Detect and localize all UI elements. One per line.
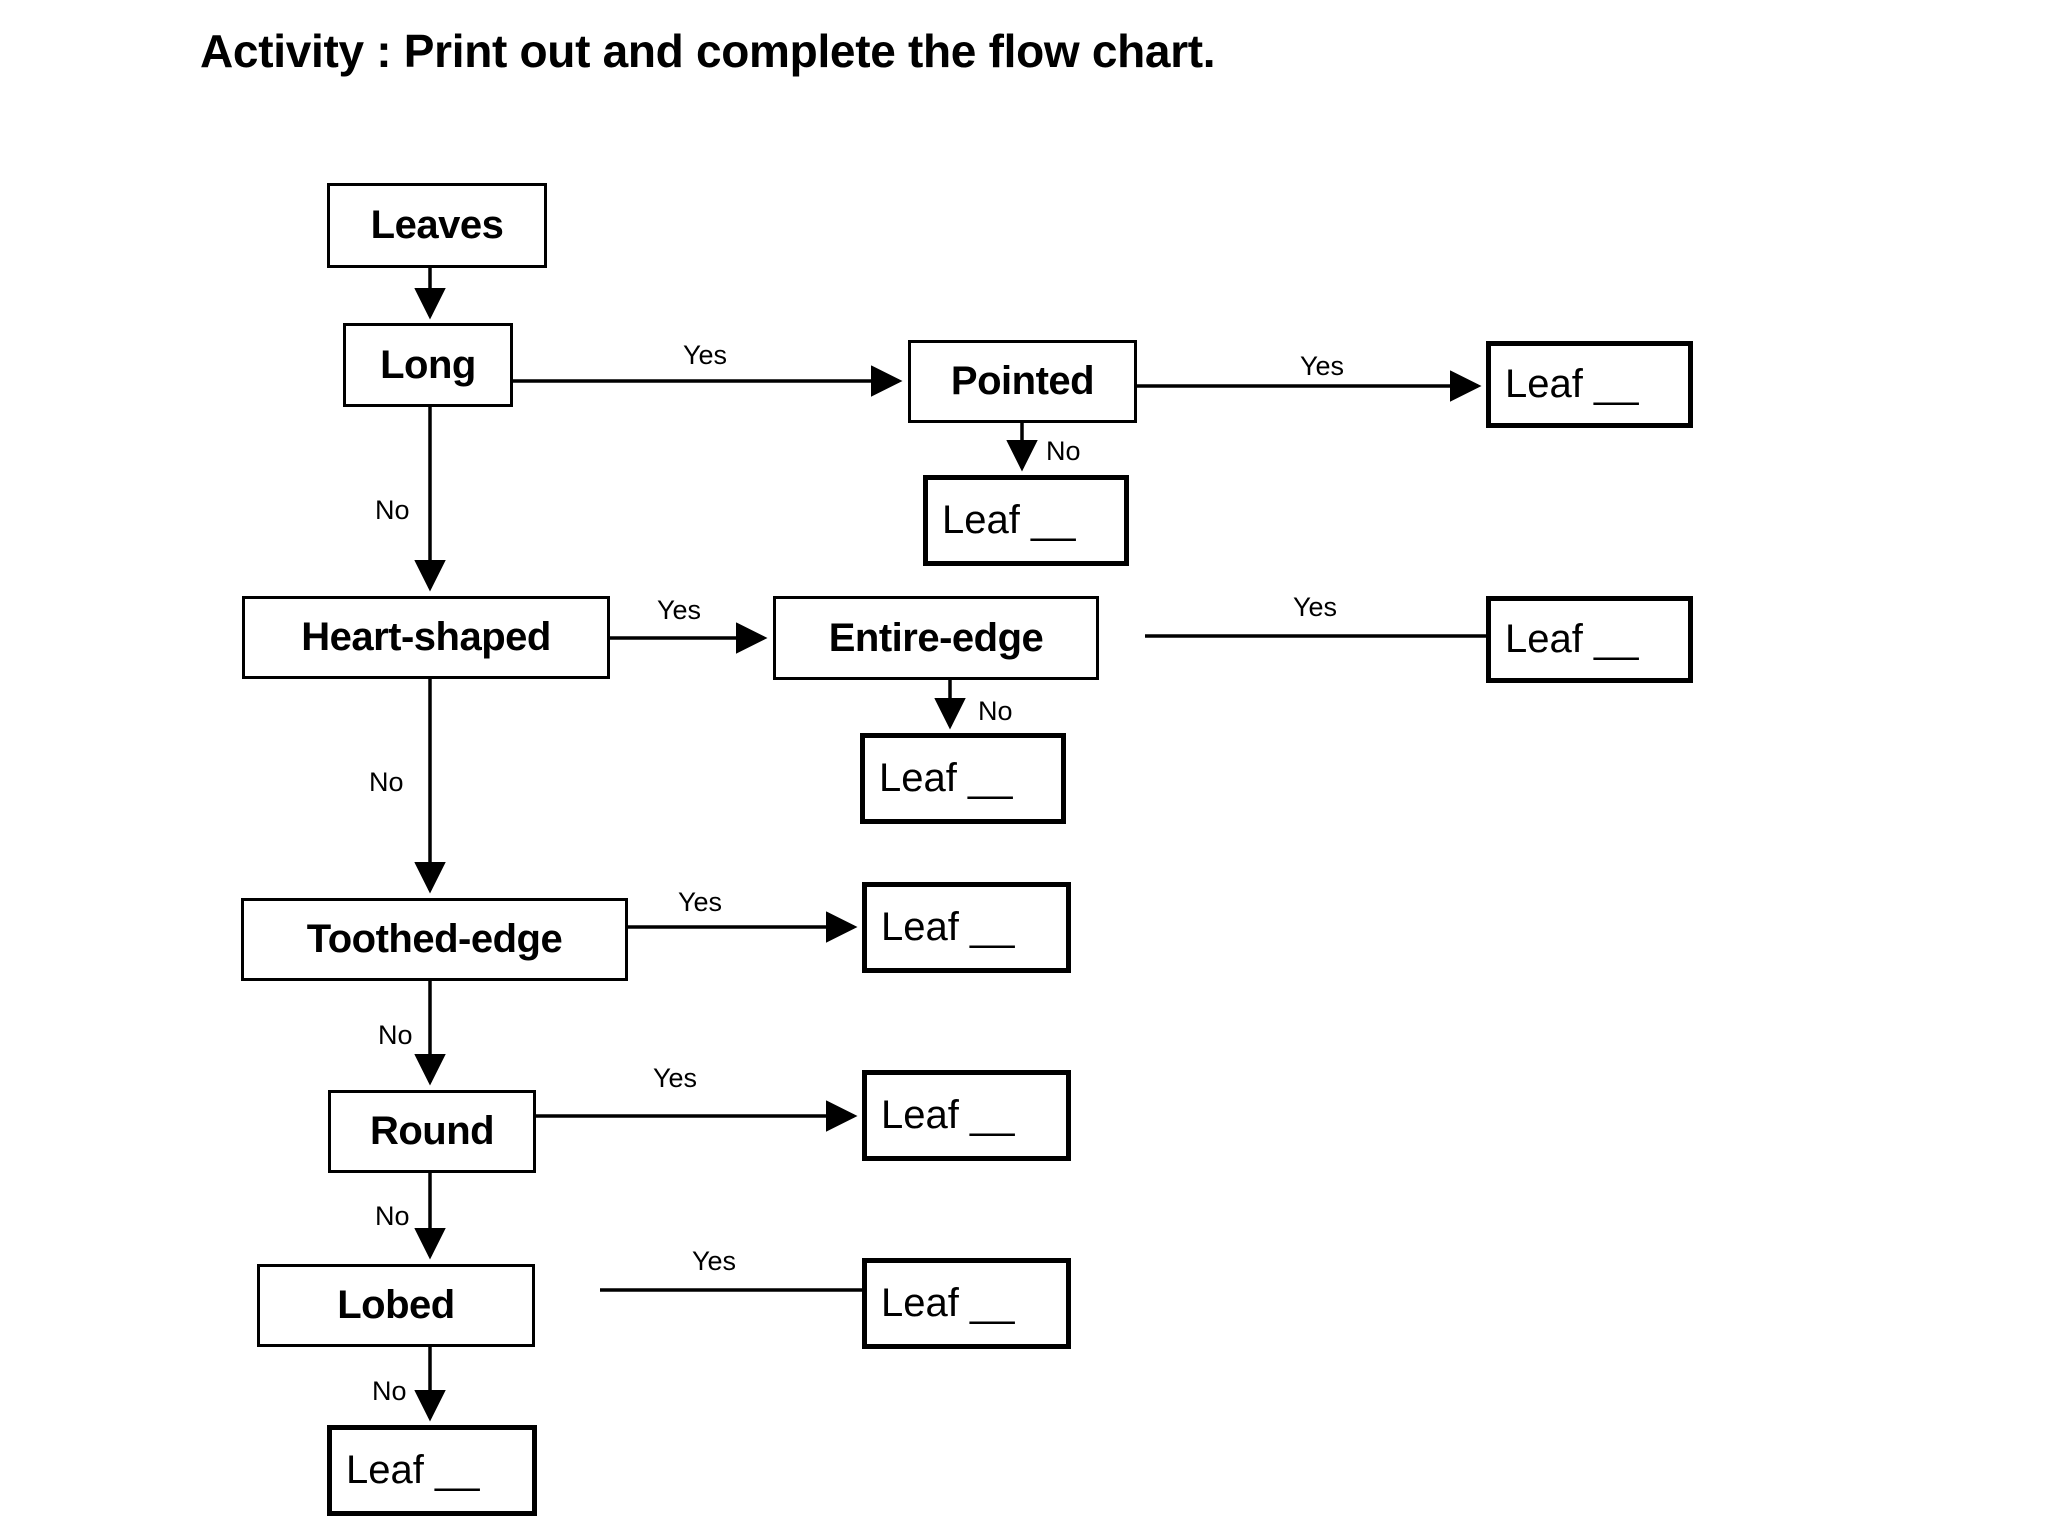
node-leaf-g-label: Leaf __	[881, 1281, 1015, 1325]
edge-label-pointed-leaf-no: No	[1046, 436, 1081, 466]
page-title: Activity : Print out and complete the fl…	[200, 25, 1216, 77]
node-round-label: Round	[369, 1109, 495, 1153]
node-leaf-e-label: Leaf __	[881, 905, 1015, 949]
edge-label-round-lobed-no: No	[375, 1201, 410, 1231]
node-heart-shaped-label: Heart-shaped	[301, 615, 551, 659]
edge-label-toothed-round-no: No	[378, 1020, 413, 1050]
node-long-label: Long	[380, 342, 476, 387]
edge-label-heart-toothed-no: No	[369, 767, 404, 797]
edge-label-pointed-leaf-yes: Yes	[1300, 351, 1345, 381]
node-leaf-h[interactable]: Leaf __	[327, 1425, 537, 1516]
node-leaf-f[interactable]: Leaf __	[862, 1070, 1071, 1161]
node-leaf-a-label: Leaf __	[1505, 362, 1639, 406]
node-pointed-label: Pointed	[950, 359, 1095, 403]
node-leaf-c[interactable]: Leaf __	[1486, 596, 1693, 683]
edge-label-entire-leaf-yes: Yes	[1293, 592, 1338, 622]
node-leaf-b[interactable]: Leaf __	[923, 475, 1129, 566]
edge-label-lobed-leaf-no: No	[372, 1376, 407, 1406]
node-leaf-d[interactable]: Leaf __	[860, 733, 1066, 824]
node-leaf-a[interactable]: Leaf __	[1486, 341, 1693, 428]
edge-label-lobed-leaf-yes: Yes	[692, 1246, 737, 1276]
edge-label-long-pointed-yes: Yes	[683, 340, 728, 370]
edge-label-long-heart-no: No	[375, 495, 410, 525]
node-lobed-label: Lobed	[337, 1283, 455, 1327]
node-leaves-label: Leaves	[370, 203, 504, 247]
node-leaf-h-label: Leaf __	[346, 1448, 480, 1492]
edge-label-toothed-leaf-yes: Yes	[678, 887, 723, 917]
node-heart-shaped[interactable]: Heart-shaped	[242, 596, 610, 679]
node-entire-edge-label: Entire-edge	[828, 615, 1044, 660]
node-leaf-g[interactable]: Leaf __	[862, 1258, 1071, 1349]
node-leaf-c-label: Leaf __	[1505, 617, 1639, 661]
edge-label-heart-entire-yes: Yes	[657, 595, 702, 625]
node-lobed[interactable]: Lobed	[257, 1264, 535, 1347]
node-entire-edge[interactable]: Entire-edge	[773, 596, 1099, 680]
node-leaves[interactable]: Leaves	[327, 183, 547, 268]
node-toothed-edge-label: Toothed-edge	[306, 917, 563, 961]
node-leaf-e[interactable]: Leaf __	[862, 882, 1071, 973]
node-toothed-edge[interactable]: Toothed-edge	[241, 898, 628, 981]
node-leaf-d-label: Leaf __	[879, 756, 1013, 800]
node-leaf-f-label: Leaf __	[881, 1093, 1015, 1137]
node-long[interactable]: Long	[343, 323, 513, 407]
edge-label-entire-leaf-no: No	[978, 696, 1013, 726]
node-pointed[interactable]: Pointed	[908, 340, 1137, 423]
node-round[interactable]: Round	[328, 1090, 536, 1173]
edge-label-round-leaf-yes: Yes	[653, 1063, 698, 1093]
node-leaf-b-label: Leaf __	[942, 498, 1076, 542]
